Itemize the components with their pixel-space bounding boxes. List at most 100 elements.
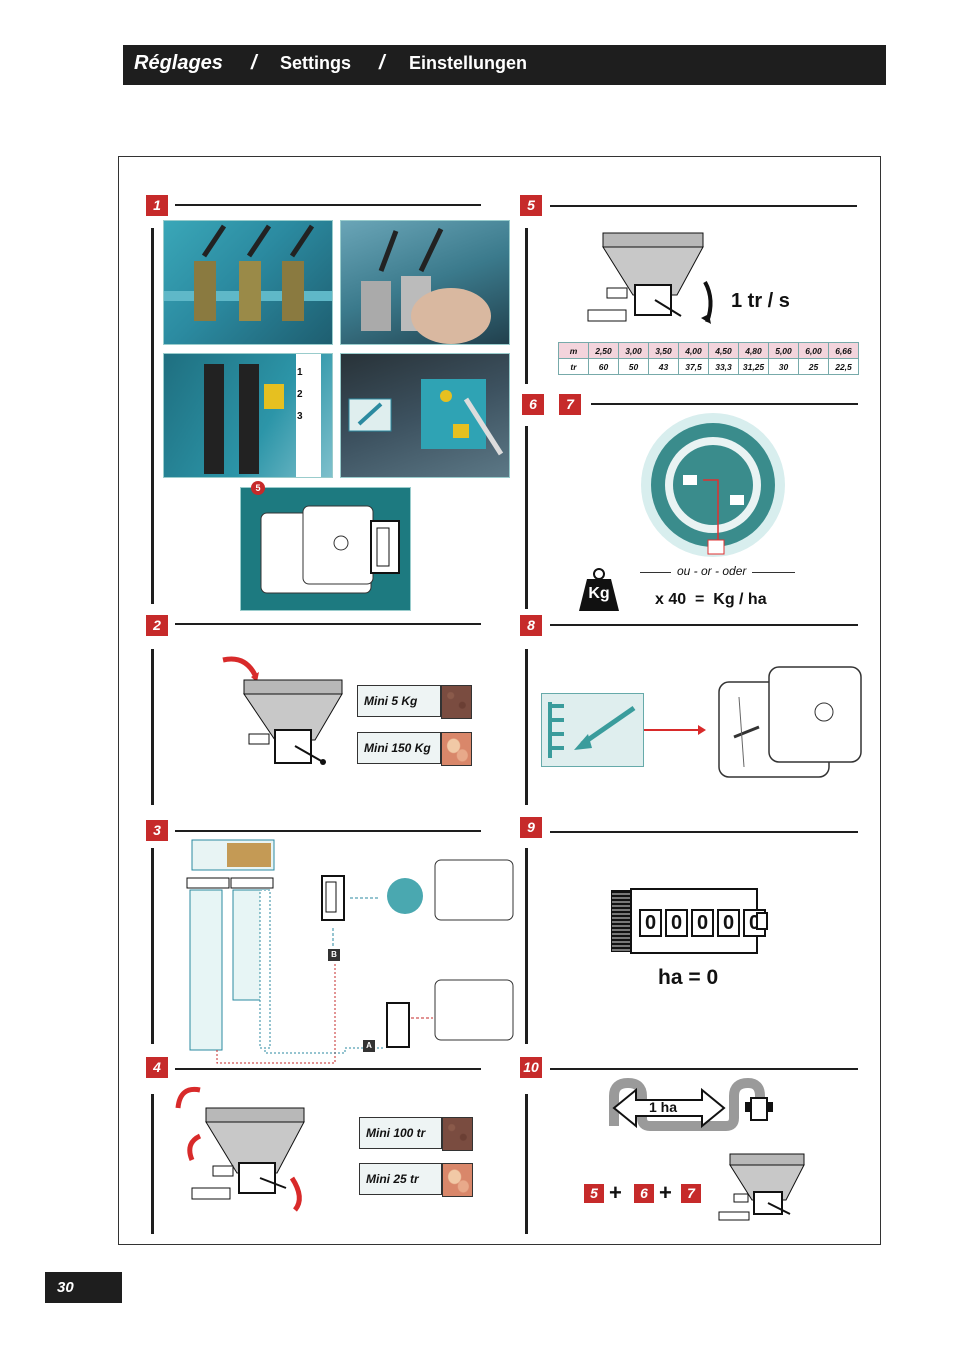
weight-icon	[579, 568, 619, 611]
section-rule-5	[550, 205, 857, 207]
table-cell: 4,50	[708, 342, 739, 359]
counter-digit: 0	[665, 909, 688, 937]
weight-icon-label: Kg	[588, 585, 610, 602]
min-weight-5kg: Mini 5 Kg	[357, 685, 441, 717]
photo-lever-scale	[163, 353, 333, 478]
section-rule-67	[591, 403, 858, 405]
field-path-drawing	[609, 1078, 773, 1131]
table-cell: 43	[648, 358, 679, 375]
separator-2: /	[379, 52, 385, 74]
table-cell: 6,66	[828, 342, 859, 359]
hopper-rotate-drawing	[175, 1086, 305, 1212]
step-badge-7: 7	[559, 394, 581, 415]
hand-adjust-illustration	[361, 227, 491, 344]
width-turns-table: m 2,50 3,00 3,50 4,00 4,50 4,80 5,00 6,0…	[558, 342, 859, 375]
sum-badge-5: 5	[584, 1184, 604, 1203]
red-arrow-icon	[644, 725, 706, 735]
photo-hand-adjusting	[340, 220, 510, 345]
calibration-chart-diagram	[186, 839, 514, 1064]
section-rule-10	[550, 1068, 858, 1070]
table-cell: 25	[798, 358, 829, 375]
seed-sample-dark-2	[442, 1117, 473, 1151]
seed-sample-light	[441, 732, 472, 766]
kg-per-ha-formula: x 40 = Kg / ha	[655, 591, 767, 608]
gearbox-detail-drawing	[260, 505, 400, 594]
table-cell: 2,50	[588, 342, 619, 359]
separator-1: /	[251, 52, 257, 74]
ha-reset-text: ha = 0	[658, 966, 719, 989]
min-weight-150kg: Mini 150 Kg	[357, 732, 441, 764]
table-row-turns: tr 60 50 43 37,5 33,3 31,25 30 25 22,5	[558, 358, 859, 375]
section-bar-9	[525, 848, 528, 1044]
instructions-frame	[118, 156, 881, 1245]
hopper-small-drawing	[718, 1153, 805, 1221]
photo-gearbox	[340, 353, 510, 478]
scale-number-1: 1	[297, 367, 303, 378]
step-badge-3: 3	[146, 820, 168, 841]
scale-number-2: 2	[297, 389, 303, 400]
table-head-m: m	[558, 342, 589, 359]
section-bar-2	[151, 649, 154, 805]
counter-reset-button[interactable]	[756, 912, 768, 930]
crank-speed-text: 1 tr / s	[731, 290, 790, 312]
lever-scale-numbers: 1 2 3	[297, 362, 303, 428]
table-row-width: m 2,50 3,00 3,50 4,00 4,50 4,80 5,00 6,0…	[558, 342, 859, 359]
hopper-fill-drawing	[222, 656, 343, 765]
section-bar-8	[525, 649, 528, 805]
step-badge-10: 10	[520, 1057, 542, 1078]
section-bar-1	[151, 228, 154, 604]
section-rule-3	[175, 830, 481, 832]
counter-knob[interactable]	[611, 890, 632, 952]
step-badge-4: 4	[146, 1057, 168, 1078]
section-rule-4	[175, 1068, 481, 1070]
page-header: Réglages / Settings / Einstellungen	[123, 45, 886, 85]
or-text: ou - or - oder	[671, 564, 753, 578]
table-cell: 22,5	[828, 358, 859, 375]
min-turns-25: Mini 25 tr	[359, 1163, 442, 1195]
section-rule-2	[175, 623, 481, 625]
hopper-turning-drawing	[587, 232, 713, 324]
page-number: 30	[45, 1272, 122, 1303]
table-cell: 3,00	[618, 342, 649, 359]
min-turns-100: Mini 100 tr	[359, 1117, 442, 1149]
section-rule-8	[550, 624, 858, 626]
table-cell: 60	[588, 358, 619, 375]
step-badge-8: 8	[520, 615, 542, 636]
table-cell: 33,3	[708, 358, 739, 375]
table-cell: 3,50	[648, 342, 679, 359]
scale-zoom-panel	[541, 693, 644, 767]
table-cell: 31,25	[738, 358, 769, 375]
path-label-a: A	[363, 1040, 375, 1052]
callout-badge-5: 5	[251, 481, 265, 495]
table-cell: 4,80	[738, 342, 769, 359]
table-cell: 4,00	[678, 342, 709, 359]
plus-sign: +	[609, 1180, 622, 1205]
counter-digit: 0	[639, 909, 662, 937]
gearbox-drawing	[718, 666, 862, 778]
section-bar-67	[525, 426, 528, 609]
metering-units-illustration	[164, 224, 332, 321]
step-badge-1: 1	[146, 195, 168, 216]
seed-sample-light-2	[442, 1163, 473, 1197]
title-en: Settings	[280, 53, 352, 73]
section-bar-5	[525, 228, 528, 384]
table-head-tr: tr	[558, 358, 589, 375]
section-bar-4	[151, 1094, 154, 1234]
counter-digit: 0	[691, 909, 714, 937]
calculator-disc-icon	[641, 413, 785, 557]
step-badge-6: 6	[522, 394, 544, 415]
section-bar-10	[525, 1094, 528, 1234]
table-cell: 6,00	[798, 342, 829, 359]
plus-sign: +	[659, 1180, 672, 1205]
table-cell: 37,5	[678, 358, 709, 375]
counter-digit: 0	[717, 909, 740, 937]
table-cell: 50	[618, 358, 649, 375]
sum-badge-7: 7	[681, 1184, 701, 1203]
title-de: Einstellungen	[409, 53, 528, 73]
table-cell: 5,00	[768, 342, 799, 359]
gearbox-illustration	[348, 379, 504, 456]
step-badge-9: 9	[520, 817, 542, 838]
one-hectare-label: 1 ha	[649, 1099, 678, 1115]
